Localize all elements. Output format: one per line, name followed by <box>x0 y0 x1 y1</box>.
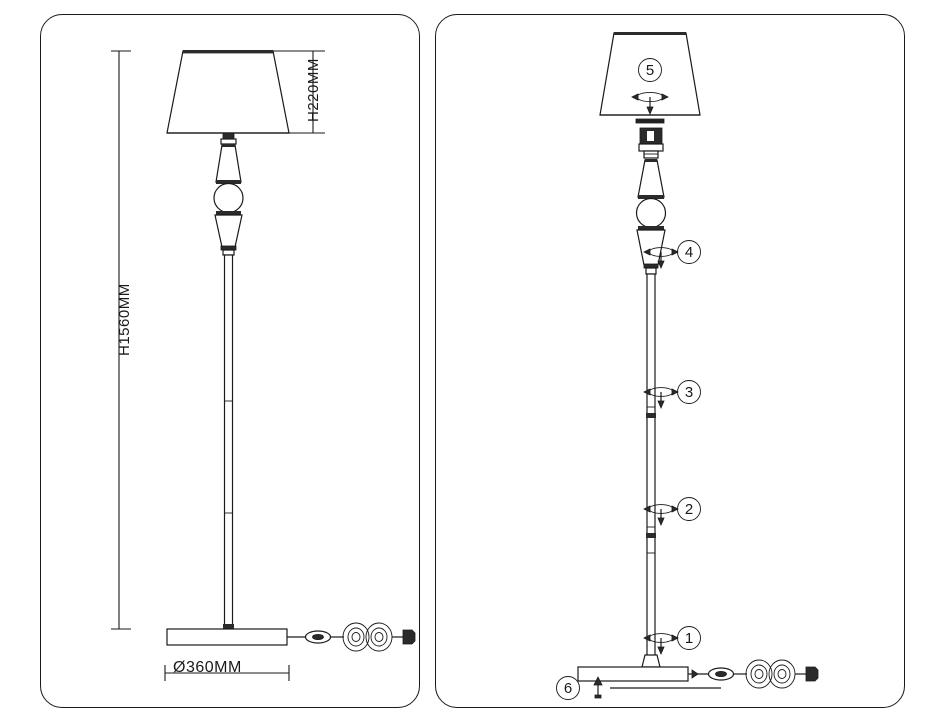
power-plug <box>805 666 819 682</box>
callout-6[interactable]: 6 <box>556 676 722 700</box>
callout-1-label: 1 <box>685 630 693 647</box>
callout-6-label: 6 <box>564 680 572 697</box>
shade-height-label: H220MM <box>305 58 322 122</box>
screw-icon <box>643 633 679 656</box>
callout-5[interactable]: 5 <box>631 58 669 124</box>
floor-lamp-stem <box>641 273 661 668</box>
screw-icon <box>643 247 679 270</box>
coiled-cord <box>342 622 393 652</box>
callout-1[interactable]: 1 <box>643 626 701 656</box>
power-plug <box>402 629 416 645</box>
decorative-upper-cone <box>637 159 665 199</box>
screw-icon <box>631 91 669 116</box>
lamp-socket <box>220 132 237 145</box>
arrow-up-icon <box>593 676 603 699</box>
power-cord-assembly <box>688 659 819 689</box>
callout-5-label: 5 <box>646 62 654 79</box>
decorative-lower-cone <box>214 214 243 256</box>
inline-foot-switch <box>304 630 332 644</box>
dimensions-view-panel <box>40 14 420 708</box>
assembly-exploded-view-panel: 5 <box>435 14 905 708</box>
callout-4[interactable]: 4 <box>643 240 701 270</box>
floor-lamp-stem <box>223 254 234 630</box>
callout-3[interactable]: 3 <box>643 380 701 410</box>
shade-height-dimension <box>266 50 325 134</box>
power-cord-assembly <box>287 622 416 652</box>
decorative-sphere <box>213 182 244 215</box>
callout-4-label: 4 <box>685 244 693 261</box>
floor-lamp-base <box>166 628 288 646</box>
decorative-sphere <box>635 197 667 230</box>
callout-2[interactable]: 2 <box>643 497 701 527</box>
decorative-upper-cone <box>215 144 242 184</box>
lamp-shade <box>166 50 290 134</box>
left-panel-drawing <box>111 50 416 681</box>
coiled-cord <box>745 659 796 689</box>
screw-icon <box>643 387 679 410</box>
screw-icon <box>643 504 679 527</box>
callout-3-label: 3 <box>685 384 693 401</box>
overall-height-dimension <box>111 50 131 630</box>
lamp-socket <box>638 127 664 159</box>
base-diameter-label: Ø360MM <box>173 659 242 676</box>
base-diameter-dimension <box>164 665 290 681</box>
floor-lamp-base <box>577 666 689 682</box>
overall-height-label: H1560MM <box>116 283 133 356</box>
right-panel-drawing: 5 <box>556 32 819 700</box>
callout-2-label: 2 <box>685 501 693 518</box>
lamp-shade <box>599 32 701 116</box>
inline-foot-switch <box>707 667 735 681</box>
